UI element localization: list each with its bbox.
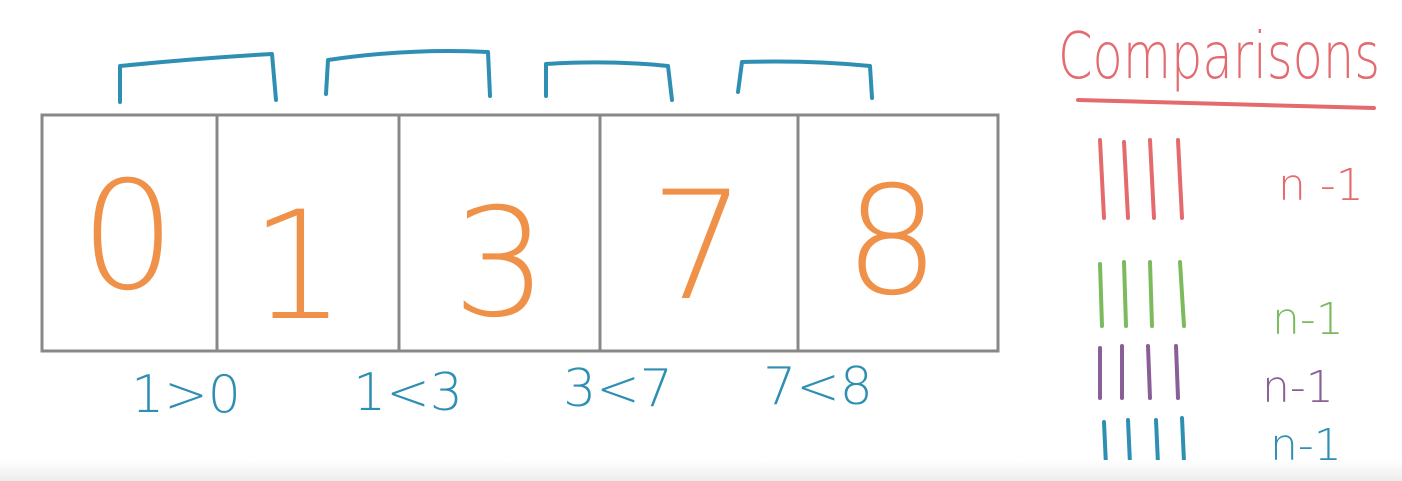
bracket-pair-3 bbox=[544, 60, 674, 102]
array-cell-value: 7 bbox=[650, 160, 745, 334]
comparison-result: 7<8 bbox=[763, 357, 873, 417]
comparison-result: 1>0 bbox=[131, 365, 241, 425]
tally-row: n-1 bbox=[1098, 344, 1334, 413]
comparison-result: 1<3 bbox=[353, 363, 463, 423]
array-outline bbox=[40, 113, 1000, 353]
array-box bbox=[40, 113, 1000, 353]
array-cell-value: 0 bbox=[80, 150, 175, 324]
comparison-result: 3<7 bbox=[563, 359, 673, 419]
comparison-brackets bbox=[118, 49, 874, 104]
tally-row-label: n-1 bbox=[1262, 362, 1334, 413]
tally-row-label: n -1 bbox=[1278, 160, 1364, 211]
comparisons-panel: Comparisons n -1 n-1 bbox=[1058, 20, 1380, 471]
tally-marks bbox=[1098, 260, 1186, 328]
bottom-fade bbox=[0, 460, 1402, 481]
bracket-pair-2 bbox=[324, 49, 492, 98]
array-cell-value: 1 bbox=[250, 180, 345, 354]
bracket-pair-4 bbox=[736, 59, 874, 100]
heading-underline bbox=[1076, 98, 1376, 110]
tally-row-label: n-1 bbox=[1272, 294, 1344, 345]
tally-row: n-1 bbox=[1098, 260, 1344, 345]
tally-marks bbox=[1098, 344, 1180, 400]
tally-marks bbox=[1102, 416, 1186, 468]
tally-row: n -1 bbox=[1098, 138, 1364, 220]
array-cell-value: 8 bbox=[844, 155, 939, 329]
array-cell-value: 3 bbox=[452, 177, 547, 351]
panel-heading: Comparisons bbox=[1058, 20, 1380, 94]
bracket-pair-1 bbox=[118, 52, 278, 104]
tally-marks bbox=[1098, 138, 1184, 220]
